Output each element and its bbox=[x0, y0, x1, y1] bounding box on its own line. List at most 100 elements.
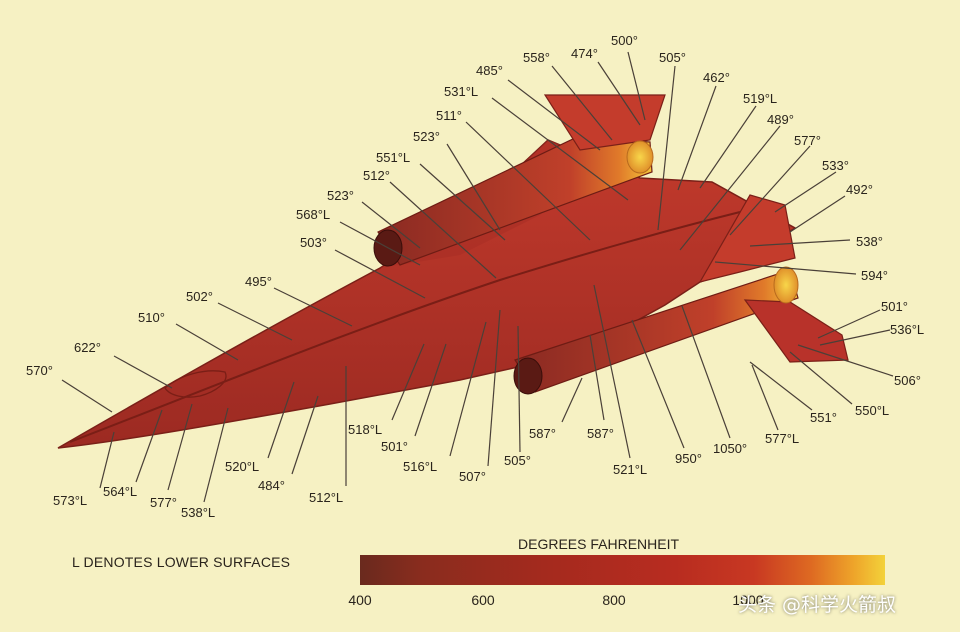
leader-line bbox=[561, 377, 583, 423]
leader-line bbox=[389, 181, 497, 279]
leader-line bbox=[419, 163, 506, 241]
temperature-label: 523° bbox=[413, 129, 440, 144]
temperature-label: 550°L bbox=[855, 403, 889, 418]
leader-line bbox=[817, 309, 881, 339]
leader-line bbox=[681, 305, 731, 439]
leader-line bbox=[551, 65, 613, 141]
leader-line bbox=[593, 284, 631, 459]
right-inlet bbox=[513, 357, 543, 395]
temperature-label: 518°L bbox=[348, 422, 382, 437]
leader-line bbox=[819, 329, 891, 346]
temperature-label: 519°L bbox=[743, 91, 777, 106]
temperature-label: 516°L bbox=[403, 459, 437, 474]
temperature-label: 501° bbox=[381, 439, 408, 454]
temperature-label: 1050° bbox=[713, 441, 747, 456]
temperature-label: 512°L bbox=[309, 490, 343, 505]
leader-line bbox=[627, 51, 646, 121]
leader-line bbox=[361, 201, 421, 249]
temperature-label: 501° bbox=[881, 299, 908, 314]
leader-line bbox=[677, 85, 717, 191]
temperature-label: 505° bbox=[659, 50, 686, 65]
leader-line bbox=[465, 121, 591, 241]
temperature-label: 492° bbox=[846, 182, 873, 197]
leader-line bbox=[714, 261, 857, 275]
scale-tick-label: 800 bbox=[602, 592, 626, 608]
temperature-label: 570° bbox=[26, 363, 53, 378]
leader-line bbox=[487, 309, 501, 467]
leader-line bbox=[751, 364, 779, 431]
temperature-label: 587° bbox=[587, 426, 614, 441]
leader-line bbox=[517, 325, 521, 453]
temperature-label: 577° bbox=[794, 133, 821, 148]
temperature-label: 489° bbox=[767, 112, 794, 127]
leader-line bbox=[267, 381, 295, 459]
temperature-label: 520°L bbox=[225, 459, 259, 474]
leader-line bbox=[774, 171, 837, 213]
temperature-label: 551° bbox=[810, 410, 837, 425]
leader-line bbox=[789, 351, 853, 405]
aircraft bbox=[57, 94, 849, 449]
right-exhaust-nozzle bbox=[773, 266, 799, 304]
leader-line bbox=[699, 105, 757, 189]
leader-line bbox=[135, 409, 163, 483]
scale-tick-label: 600 bbox=[471, 592, 495, 608]
temperature-label: 484° bbox=[258, 478, 285, 493]
temperature-label: 521°L bbox=[613, 462, 647, 477]
watermark: 头条 @科学火箭叔 bbox=[738, 594, 897, 616]
temperature-label: 485° bbox=[476, 63, 503, 78]
scale-tick-label: 1000 bbox=[732, 592, 764, 608]
leader-line bbox=[339, 221, 421, 266]
temperature-label: 577° bbox=[150, 495, 177, 510]
temperature-label: 568°L bbox=[296, 207, 330, 222]
temperature-label: 507° bbox=[459, 469, 486, 484]
leader-line bbox=[446, 143, 501, 231]
temperature-label: 495° bbox=[245, 274, 272, 289]
temperature-label: 506° bbox=[894, 373, 921, 388]
temperature-label: 505° bbox=[504, 453, 531, 468]
temperature-label: 462° bbox=[703, 70, 730, 85]
leader-line bbox=[729, 145, 811, 236]
temperature-label: 503° bbox=[300, 235, 327, 250]
temperature-label: 551°L bbox=[376, 150, 410, 165]
leader-line bbox=[175, 323, 239, 361]
temperature-label: 523° bbox=[327, 188, 354, 203]
leader-lines bbox=[61, 51, 894, 503]
scale-tick-label: 400 bbox=[348, 592, 372, 608]
leader-line bbox=[491, 97, 629, 201]
temperature-color-scale bbox=[360, 555, 885, 585]
temperature-label: 950° bbox=[675, 451, 702, 466]
temperature-label: 512° bbox=[363, 168, 390, 183]
temperature-label: 564°L bbox=[103, 484, 137, 499]
leader-line bbox=[797, 344, 894, 377]
temperature-label: 538°L bbox=[181, 505, 215, 520]
leader-line bbox=[449, 321, 487, 457]
leader-line bbox=[414, 343, 447, 437]
left-vertical-tail bbox=[543, 94, 666, 151]
leader-line bbox=[61, 379, 113, 413]
leader-line bbox=[657, 65, 676, 231]
leader-line bbox=[217, 302, 293, 341]
temperature-label: 587° bbox=[529, 426, 556, 441]
leader-line bbox=[589, 334, 605, 421]
temperature-label: 474° bbox=[571, 46, 598, 61]
temperature-label: 622° bbox=[74, 340, 101, 355]
cockpit-canopy bbox=[164, 370, 227, 398]
leader-line bbox=[99, 431, 115, 489]
leader-line bbox=[113, 355, 173, 389]
leader-line bbox=[391, 343, 425, 421]
leader-line bbox=[749, 239, 851, 247]
leader-line bbox=[597, 61, 641, 126]
left-exhaust-nozzle bbox=[626, 140, 654, 174]
temperature-label: 594° bbox=[861, 268, 888, 283]
temperature-label: 536°L bbox=[890, 322, 924, 337]
leader-line bbox=[291, 395, 319, 475]
temperature-label: 558° bbox=[523, 50, 550, 65]
temperature-label: 577°L bbox=[765, 431, 799, 446]
leader-line bbox=[679, 125, 781, 251]
temperature-label: 500° bbox=[611, 33, 638, 48]
scale-title: DEGREES FAHRENHEIT bbox=[518, 536, 680, 552]
leader-line bbox=[203, 407, 229, 503]
temperature-label: 531°L bbox=[444, 84, 478, 99]
lower-surfaces-note: L DENOTES LOWER SURFACES bbox=[72, 554, 291, 570]
